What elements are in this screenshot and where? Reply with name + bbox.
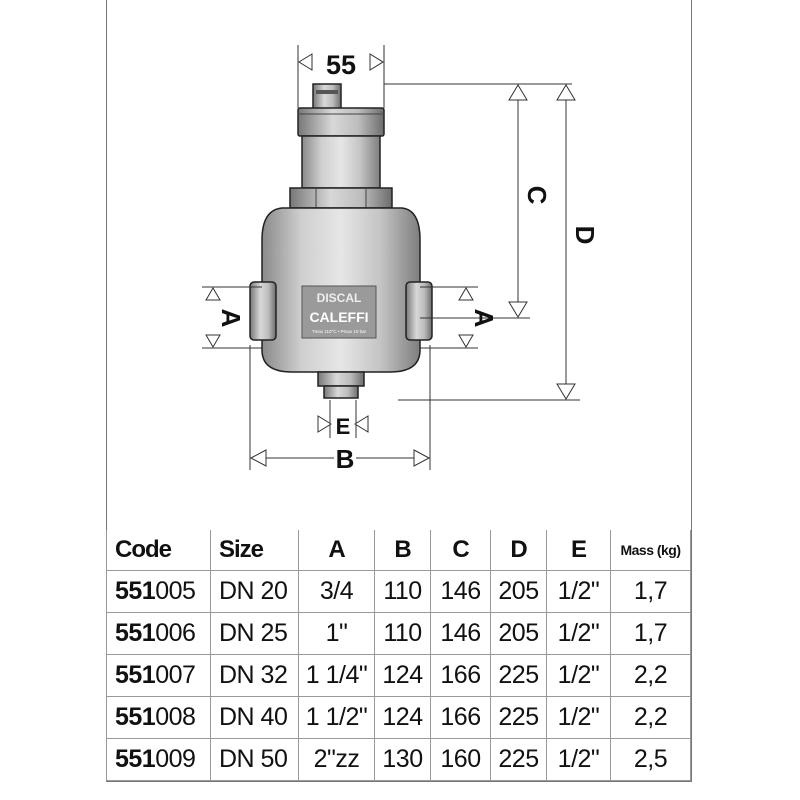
dim-a-right-label: A — [469, 309, 499, 328]
cell-b: 110 — [374, 612, 431, 655]
cell-d: 225 — [490, 696, 547, 739]
right-border — [691, 0, 692, 782]
cell-mass: 2,2 — [610, 654, 691, 697]
cell-e: 1/2" — [546, 654, 611, 697]
cell-e: 1/2" — [546, 570, 611, 613]
cell-c: 146 — [430, 612, 491, 655]
col-header-c: C — [430, 530, 491, 571]
col-header-e: E — [546, 530, 611, 571]
table-row: 551007 DN 32 1 1/4" 124 166 225 1/2" 2,2 — [106, 654, 691, 697]
spec-table: Code Size A B C D E Mass (kg) 551005 DN … — [106, 530, 691, 781]
col-header-d: D — [490, 530, 547, 571]
cell-mass: 1,7 — [610, 570, 691, 613]
cell-code: 551007 — [106, 654, 211, 697]
cell-a: 1 1/4" — [298, 654, 375, 697]
dim-c-label: C — [522, 186, 552, 205]
table-row: 551006 DN 25 1" 110 146 205 1/2" 1,7 — [106, 612, 691, 655]
cell-b: 124 — [374, 696, 431, 739]
table-row: 551009 DN 50 2"zz 130 160 225 1/2" 2,5 — [106, 738, 691, 781]
cell-c: 160 — [430, 738, 491, 781]
table-row: 551008 DN 40 1 1/2" 124 166 225 1/2" 2,2 — [106, 696, 691, 739]
col-header-code: Code — [106, 530, 211, 571]
cell-e: 1/2" — [546, 696, 611, 739]
cell-d: 205 — [490, 612, 547, 655]
cell-b: 110 — [374, 570, 431, 613]
dim-a-left-label: A — [216, 309, 246, 328]
cell-a: 1 1/2" — [298, 696, 375, 739]
cell-size: DN 20 — [210, 570, 299, 613]
cell-d: 225 — [490, 654, 547, 697]
cell-a: 3/4 — [298, 570, 375, 613]
cell-b: 124 — [374, 654, 431, 697]
dim-e-label: E — [336, 414, 351, 439]
cell-code: 551009 — [106, 738, 211, 781]
cell-b: 130 — [374, 738, 431, 781]
left-border — [106, 0, 107, 782]
dim-d-label: D — [570, 226, 600, 245]
cell-a: 1" — [298, 612, 375, 655]
cell-c: 166 — [430, 696, 491, 739]
cell-code: 551005 — [106, 570, 211, 613]
cell-a: 2"zz — [298, 738, 375, 781]
cell-size: DN 32 — [210, 654, 299, 697]
cell-e: 1/2" — [546, 738, 611, 781]
dim-55-label: 55 — [326, 50, 356, 80]
col-header-size: Size — [210, 530, 299, 571]
cell-c: 146 — [430, 570, 491, 613]
cell-size: DN 25 — [210, 612, 299, 655]
cell-size: DN 50 — [210, 738, 299, 781]
bottom-border — [106, 781, 691, 782]
cell-mass: 2,2 — [610, 696, 691, 739]
brand-label: CALEFFI — [309, 309, 368, 325]
cell-size: DN 40 — [210, 696, 299, 739]
cell-d: 205 — [490, 570, 547, 613]
col-header-a: A — [298, 530, 375, 571]
col-header-b: B — [374, 530, 431, 571]
cell-d: 225 — [490, 738, 547, 781]
brand-small-label: Tmax 110°C • Pmax 10 bar — [312, 329, 367, 334]
cell-mass: 1,7 — [610, 612, 691, 655]
cell-mass: 2,5 — [610, 738, 691, 781]
table-row: 551005 DN 20 3/4 110 146 205 1/2" 1,7 — [106, 570, 691, 613]
valve-device — [249, 83, 433, 399]
technical-drawing: DISCAL CALEFFI Tmax 110°C • Pmax 10 bar — [202, 45, 600, 474]
table-header-row: Code Size A B C D E Mass (kg) — [106, 530, 691, 571]
cell-c: 166 — [430, 654, 491, 697]
dimension-lines — [202, 45, 580, 470]
brand-top-label: DISCAL — [317, 291, 362, 305]
col-header-mass: Mass (kg) — [610, 530, 691, 571]
cell-code: 551008 — [106, 696, 211, 739]
cell-e: 1/2" — [546, 612, 611, 655]
cell-code: 551006 — [106, 612, 211, 655]
dim-b-label: B — [336, 444, 355, 474]
